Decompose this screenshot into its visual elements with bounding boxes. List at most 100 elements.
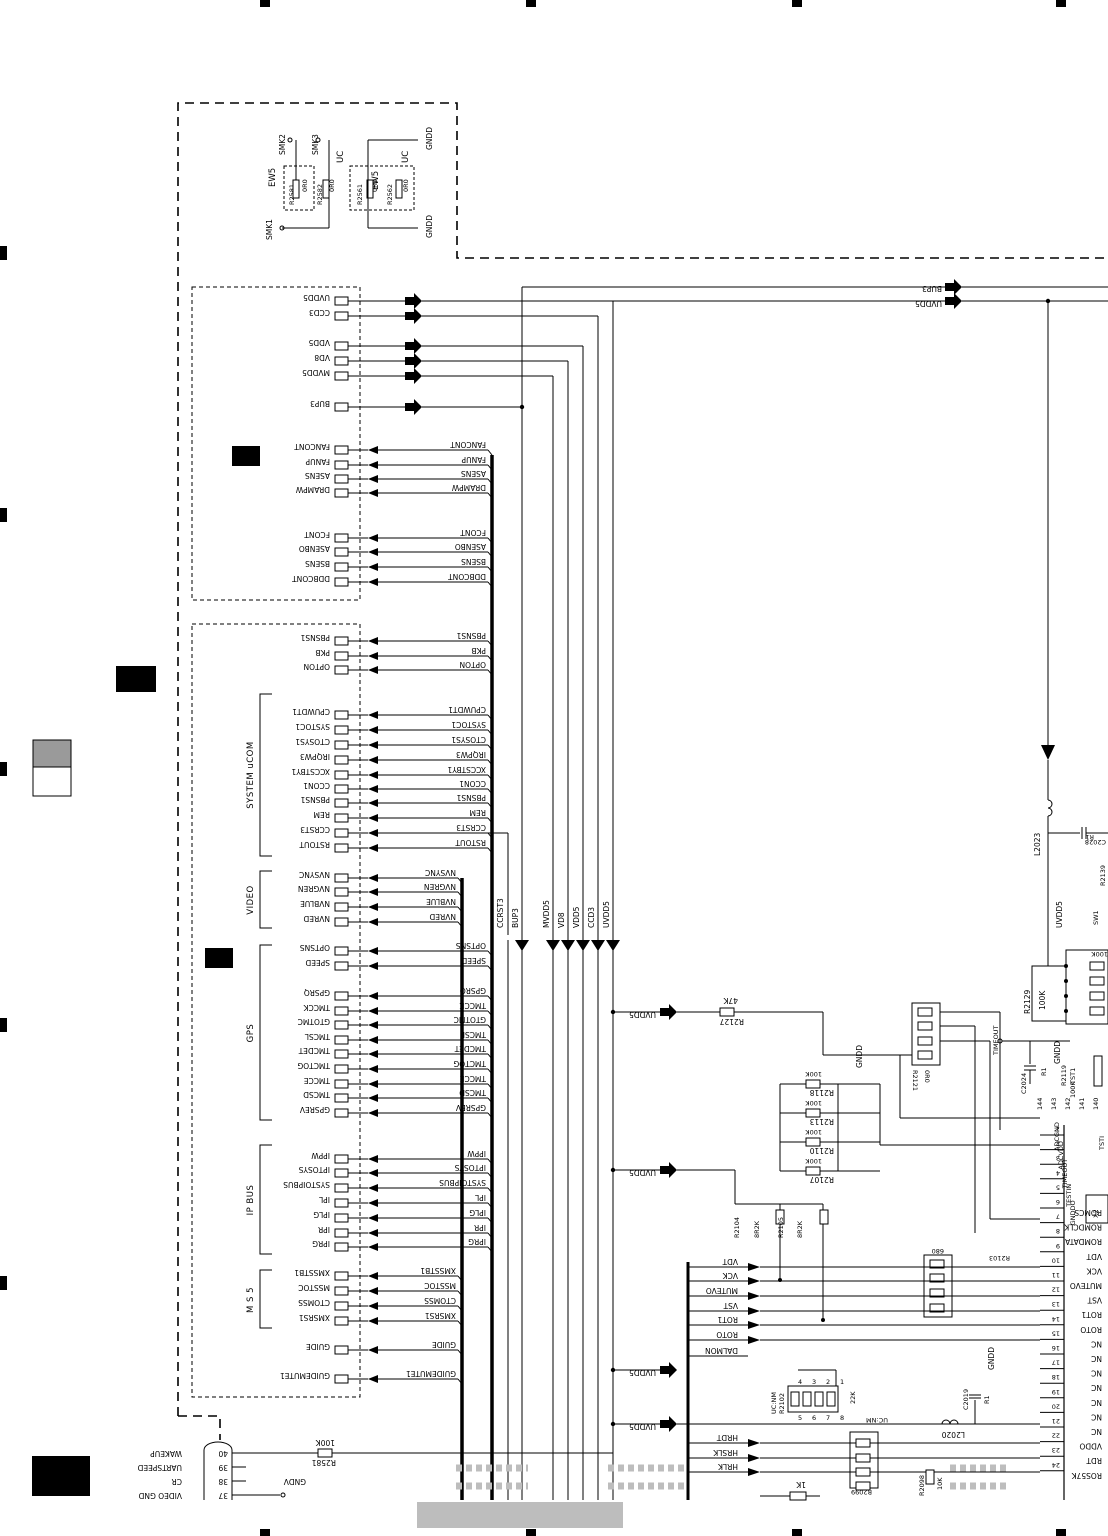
net-label: SMK3 (311, 134, 320, 155)
value-label: 100K (1091, 950, 1108, 958)
signal-label: VCK (722, 1271, 738, 1280)
arrow-left-icon (368, 756, 378, 764)
resistor (802, 1391, 812, 1407)
arrow-left-icon (368, 962, 378, 970)
bus-signal-label: NVRED (429, 912, 456, 921)
bus-signal-label: XMSRS1 (425, 1311, 456, 1320)
rail-label: UVDD5 (1055, 901, 1064, 928)
ref-label: R2102 (778, 1393, 786, 1414)
pin-number: 8 (840, 1414, 844, 1422)
pin-name: NC (1091, 1339, 1102, 1348)
pin-number: 5 (798, 1414, 802, 1422)
signal-label: NVRED (303, 914, 330, 923)
signal-label: CCRST3 (300, 825, 330, 834)
pin-box (334, 1345, 349, 1355)
resistor-value: 0R0 (371, 179, 379, 192)
arrow-right-icon (405, 368, 422, 384)
bus-signal-label: PBSNS1 (456, 793, 486, 802)
ref-label: C2028 (1085, 838, 1106, 846)
pin-number: 143 (1050, 1098, 1058, 1110)
junction-dot (610, 1167, 616, 1173)
arrow-left-icon (368, 475, 378, 483)
pin-name: NC (1091, 1412, 1102, 1421)
bus-signal-label: IPTOSYS (454, 1163, 486, 1172)
value-label: 0R0 (923, 1070, 931, 1083)
signal-label: VD8 (314, 353, 330, 362)
value-label: 100K (805, 1099, 822, 1107)
resistor (929, 1303, 945, 1313)
signal-label: HRDT (716, 1433, 738, 1442)
resistor (917, 1007, 933, 1017)
gnd-label: GNDD (1053, 1041, 1062, 1064)
signal-label: CCD3 (309, 308, 330, 317)
signal-label: IRQPW3 (300, 752, 330, 761)
pin-box (334, 784, 349, 794)
arrow-left-icon (368, 637, 378, 645)
pin-box (334, 651, 349, 661)
bus-signal-label: NVBLUE (426, 897, 456, 906)
pin-box (334, 1286, 349, 1296)
arrow-down-icon (576, 940, 590, 951)
arrow-left-icon (368, 844, 378, 852)
pin-name: ROTO (1080, 1325, 1102, 1334)
pin-box (334, 547, 349, 557)
group-label: VIDEO (246, 885, 256, 914)
signal-label: FANCONT (294, 442, 330, 451)
pin-box (334, 961, 349, 971)
value-label: 100K (1069, 1081, 1077, 1098)
value-label: R1 (1040, 1067, 1048, 1076)
ref-label: R2098 (918, 1475, 926, 1496)
resistor (1089, 1006, 1105, 1016)
pin-name: RDT (1086, 1456, 1102, 1465)
signal-label: HRSLK (712, 1448, 738, 1457)
pin-name: VST (1087, 1296, 1102, 1305)
arrow-right-icon (748, 1307, 760, 1315)
pin-name: GNDDO (1069, 1200, 1077, 1225)
net-label: SMK2 (278, 134, 287, 155)
arrow-left-icon (368, 1287, 378, 1295)
resistor (805, 1108, 821, 1118)
signal-label: PKB (315, 648, 330, 657)
pin-number: 1 (840, 1378, 844, 1386)
arrow-down-icon (561, 940, 575, 951)
bus-signal-label: IPRG (468, 1237, 486, 1246)
pin-number: 7 (1056, 1213, 1060, 1221)
arrow-right-icon (660, 1416, 677, 1432)
pin-number: 5 (1056, 1183, 1060, 1191)
pin-box (334, 991, 349, 1001)
resistor (292, 179, 300, 199)
ref-label: L2020 (942, 1430, 965, 1439)
junction-dot (1064, 979, 1068, 983)
pin-number: 8 (1056, 1227, 1060, 1235)
signal-label: RSTOUT (299, 840, 330, 849)
bus-signal-label: GTOTMC (454, 1015, 486, 1024)
resistor-label: R2581 (288, 184, 296, 205)
bus-signal-label: XCCSTBY1 (447, 765, 486, 774)
signal-label: IPR (318, 1225, 330, 1234)
pin-box (334, 710, 349, 720)
ref-label: C2024 (1020, 1073, 1028, 1094)
pin-number: 3 (1056, 1154, 1060, 1162)
pin-box (334, 562, 349, 572)
signal-label: CTOSYS1 (295, 737, 330, 746)
pin-name: NC (1091, 1398, 1102, 1407)
pin-number: 140 (1092, 1098, 1100, 1110)
group-label: SYSTEM uCOM (246, 741, 256, 808)
pin-box (334, 1242, 349, 1252)
signal-label: GPSREV (299, 1105, 330, 1114)
resistor (917, 1036, 933, 1046)
junction-dot (610, 1009, 616, 1015)
arrow-down-icon (591, 940, 605, 951)
arrow-right-icon (748, 1468, 760, 1476)
resistor-label: R2582 (316, 184, 324, 205)
pin-name: MUTEVO (1070, 1281, 1102, 1290)
signal-label: IPLG (313, 1210, 330, 1219)
pin-name: ROMDATA (1064, 1237, 1102, 1246)
bus-signal-label: CTOMSS (424, 1296, 456, 1305)
signal-label: OPTON (303, 662, 330, 671)
arrow-left-icon (368, 785, 378, 793)
signal-label: CCON1 (303, 781, 330, 790)
